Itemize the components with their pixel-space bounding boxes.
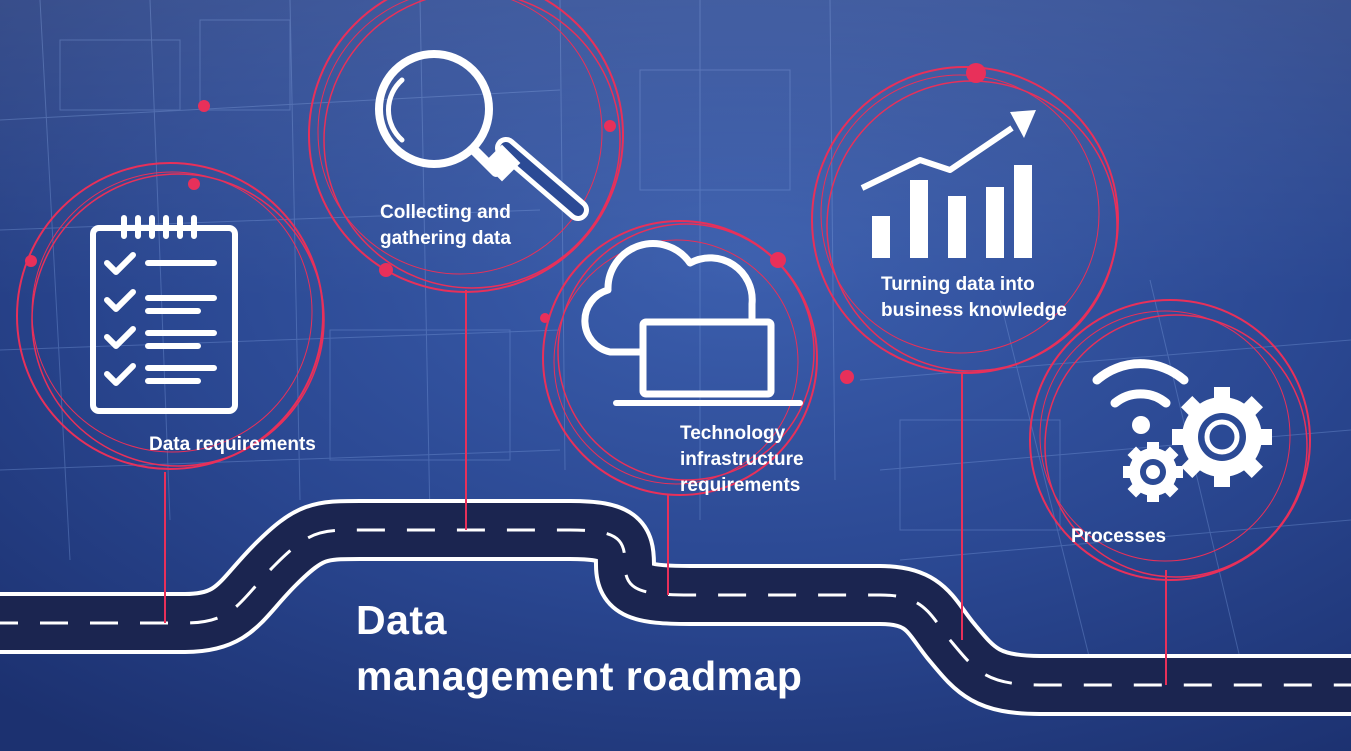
magnifier-icon [375,50,589,221]
title-line-2: management roadmap [356,653,803,699]
winding-road [0,499,1351,716]
page-title: Data management roadmap [356,592,802,704]
label-data-requirements: Data requirements [149,434,316,455]
cloud-laptop-icon [581,240,803,406]
checklist-icon [90,215,238,414]
accent-dot [770,252,786,268]
accent-dot [379,263,393,277]
label-processes: Processes [1071,526,1167,547]
connector-lines [164,290,1167,685]
accent-dot [25,255,37,267]
label-technology: Technology infrastructure requirements [680,423,804,496]
wifi-gears-icon [1092,359,1272,502]
label-business-knowledge: Turning data into business knowledge [881,274,1067,321]
accent-dot [188,178,200,190]
accent-dot [840,370,854,384]
label-collecting: Collecting and gathering data [380,202,511,249]
accent-dot [966,63,986,83]
ring-processes [1029,299,1311,581]
title-line-1: Data [356,597,447,643]
accent-dot [198,100,210,112]
accent-dot [540,313,550,323]
bar-chart-growth-icon [860,110,1036,258]
ring-collecting [308,0,624,293]
accent-dot [604,120,616,132]
ring-data-requirements [16,162,325,470]
ring-technology [542,220,818,496]
